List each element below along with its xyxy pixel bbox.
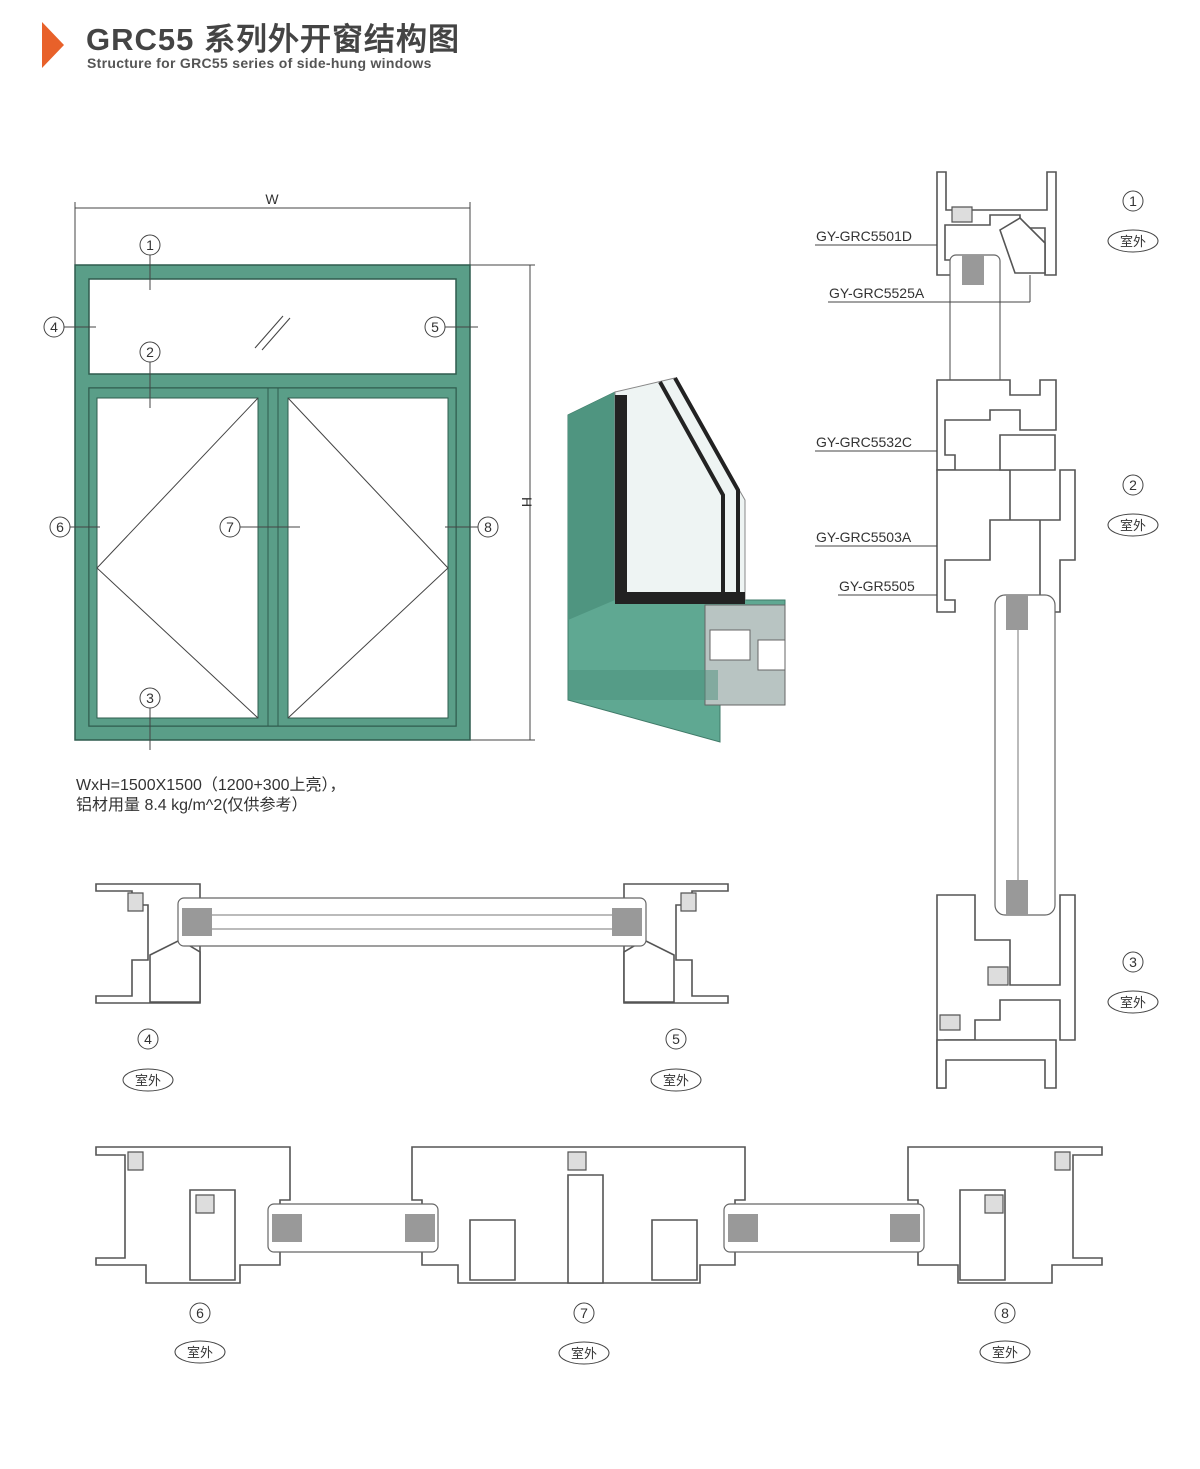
marker-2: 2: [146, 344, 154, 360]
right-sash: [277, 387, 457, 727]
height-label: H: [519, 497, 535, 507]
spec-note: WxH=1500X1500（1200+300上亮）， 铝材用量 8.4 kg/m…: [76, 776, 346, 816]
spec-material-usage: 铝材用量 8.4 kg/m^2(仅供参考）: [76, 797, 308, 814]
outside-label: 室外: [1120, 518, 1146, 534]
outside-label: 室外: [187, 1345, 213, 1361]
outside-label: 室外: [992, 1345, 1018, 1361]
left-opening-line: [96, 397, 259, 719]
outside-label: 室外: [1120, 234, 1146, 250]
marker-7: 7: [226, 519, 234, 535]
profile-label: GY-GRC5503A: [816, 529, 912, 545]
outside-label: 室外: [663, 1073, 689, 1089]
section-marker: 8: [1001, 1305, 1009, 1321]
window-elevation: W H 1 2 3 4 5 6 7 8: [43, 191, 535, 750]
header-accent-triangle: [42, 22, 64, 68]
marker-5: 5: [431, 319, 439, 335]
page-title: GRC55 系列外开窗结构图: [86, 22, 460, 57]
page-subtitle: Structure for GRC55 series of side-hung …: [87, 55, 432, 71]
left-sash: [88, 387, 269, 727]
section-marker: 1: [1129, 193, 1137, 209]
horizontal-section-bottom: 6 室外 7 室外 8 室外: [95, 1146, 1103, 1365]
profile-label: GY-GRC5532C: [816, 434, 912, 450]
outside-label: 室外: [135, 1073, 161, 1089]
profile-label: GY-GRC5525A: [829, 285, 925, 301]
marker-4: 4: [50, 319, 58, 335]
section-marker: 6: [196, 1305, 204, 1321]
profile-label: GY-GRC5501D: [816, 228, 912, 244]
spec-dimensions: WxH=1500X1500（1200+300上亮），: [76, 777, 346, 794]
profile-label: GY-GR5505: [839, 578, 915, 594]
right-opening-line: [287, 397, 449, 719]
section-marker: 7: [580, 1305, 588, 1321]
marker-8: 8: [484, 519, 492, 535]
center-mullion: [267, 387, 279, 727]
marker-6: 6: [56, 519, 64, 535]
profile-3d-render: [567, 377, 786, 743]
glass-mark: [261, 317, 291, 351]
section-marker: 3: [1129, 954, 1137, 970]
section-marker: 4: [144, 1031, 152, 1047]
horizontal-section-top: 4 室外 5 室外: [95, 883, 729, 1092]
section-marker: 2: [1129, 477, 1137, 493]
marker-3: 3: [146, 690, 154, 706]
elevation-markers: 1 2 3 4 5 6 7 8: [43, 234, 499, 750]
section-marker: 5: [672, 1031, 680, 1047]
vertical-section: GY-GRC5501D GY-GRC5525A GY-GRC5532C GY-G…: [815, 171, 1159, 1089]
outside-label: 室外: [571, 1346, 597, 1362]
outside-label: 室外: [1120, 995, 1146, 1011]
marker-1: 1: [146, 237, 154, 253]
glass-mark: [254, 315, 284, 349]
width-label: W: [265, 191, 279, 207]
